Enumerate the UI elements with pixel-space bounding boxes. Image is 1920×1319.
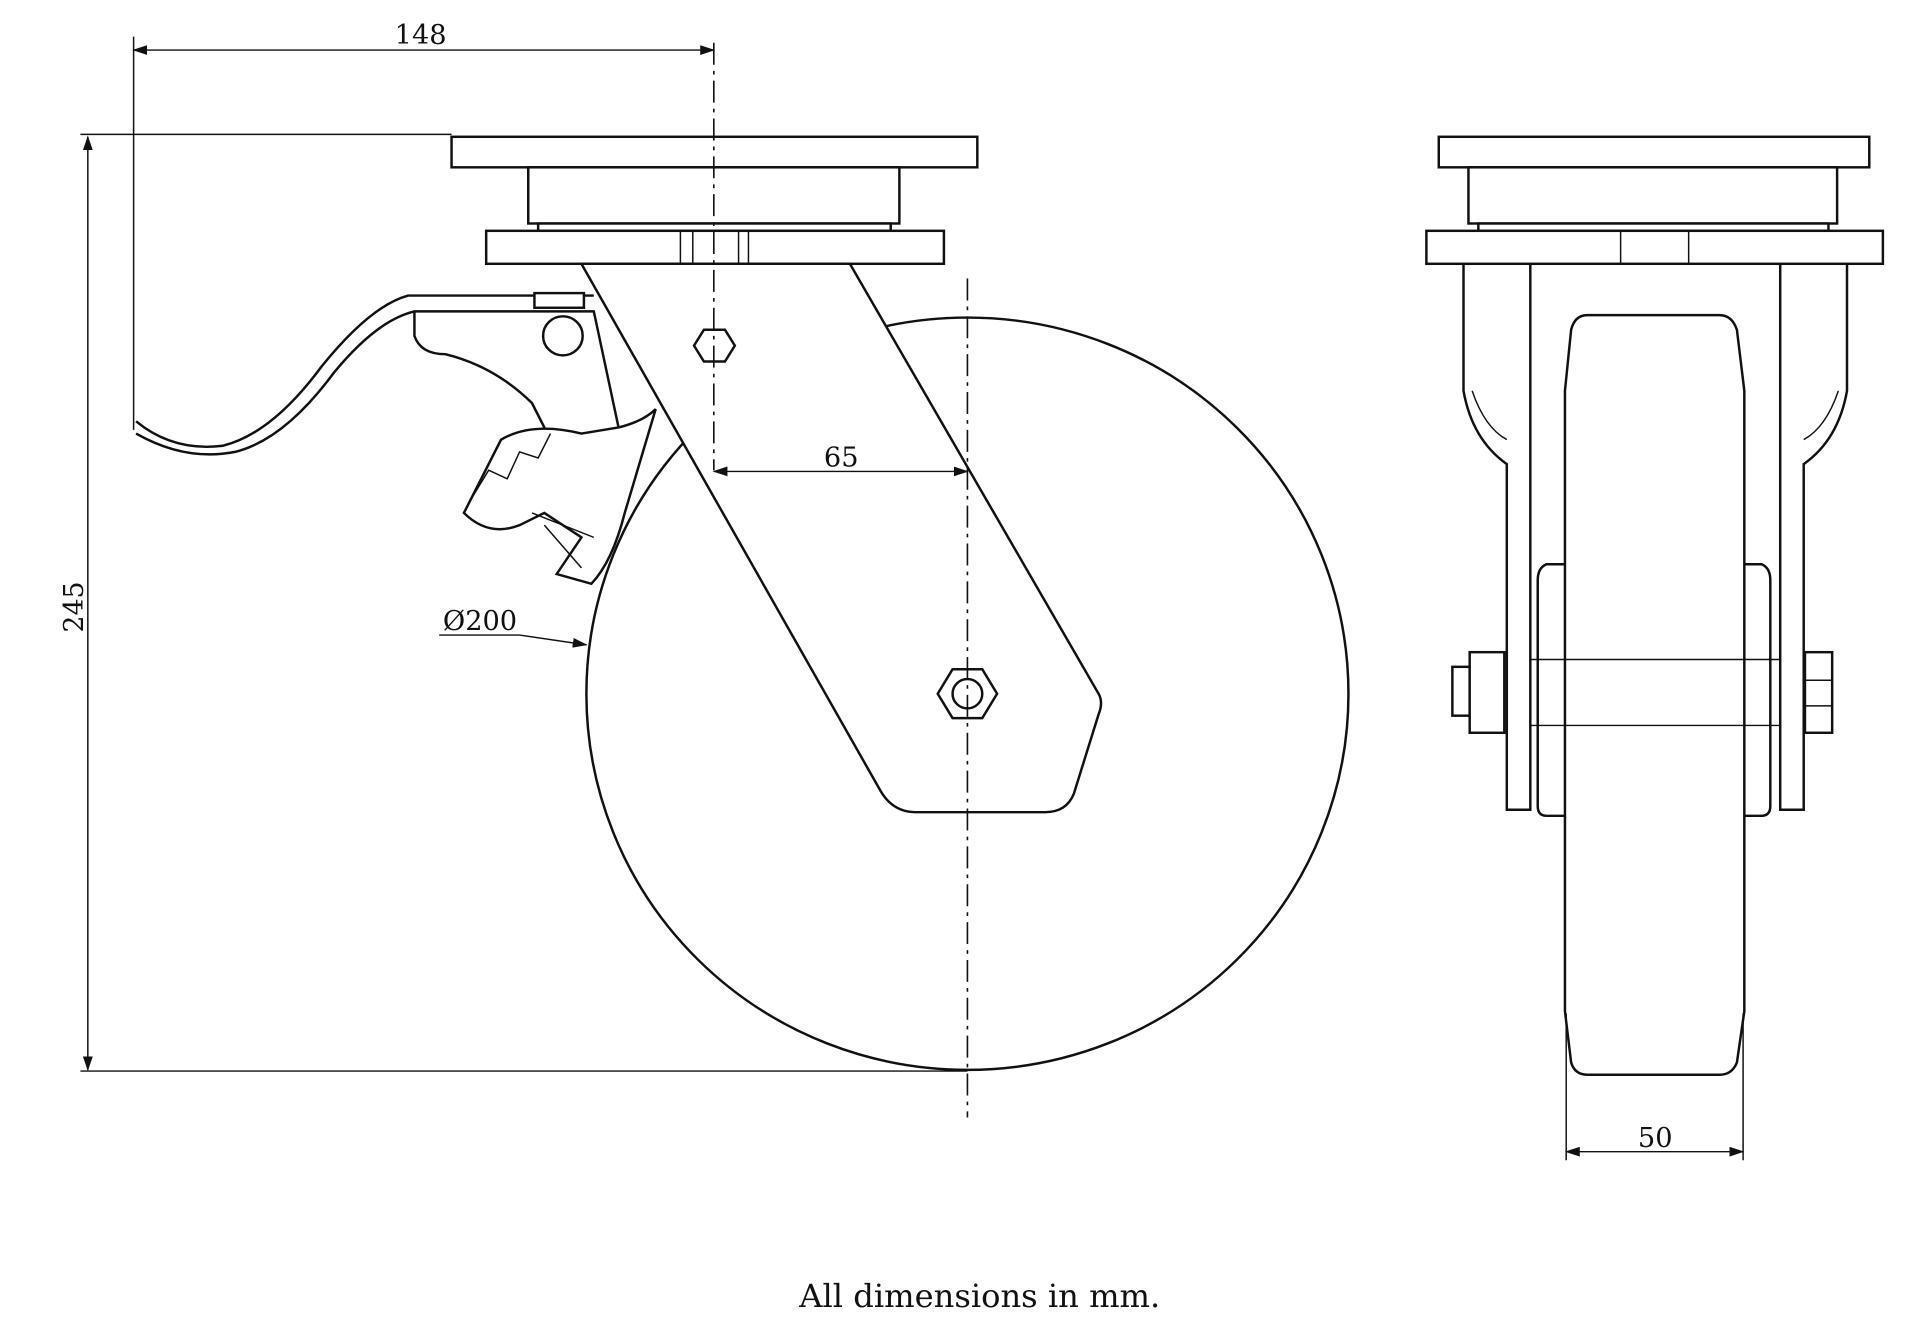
front-fork xyxy=(1462,263,1532,811)
side-view: 148 245 65 Ø200 xyxy=(59,20,1350,1118)
front-view: 50 xyxy=(1425,135,1885,1161)
front-top-plate xyxy=(1437,135,1871,169)
front-swivel-plate xyxy=(1425,229,1885,266)
swivel-plate xyxy=(484,229,946,266)
dim-wheel-width: 50 xyxy=(1638,1123,1673,1154)
front-wheel xyxy=(1563,313,1746,1076)
unit-note: All dimensions in mm. xyxy=(798,1277,1160,1315)
dim-overall-height: 245 xyxy=(59,581,90,632)
dim-offset-width: 148 xyxy=(395,20,447,51)
dim-wheel-diameter: Ø200 xyxy=(443,606,517,637)
brake-shoe xyxy=(462,408,657,586)
axle-nut-front xyxy=(1803,650,1834,734)
axle-bolt-head xyxy=(1451,665,1471,717)
brake-lever xyxy=(135,294,594,448)
front-hub xyxy=(1536,563,1772,818)
dim-swivel-offset: 65 xyxy=(824,443,859,474)
axle-nut xyxy=(936,668,999,720)
brake-pivot xyxy=(541,315,584,357)
fork-leg xyxy=(579,262,1103,814)
